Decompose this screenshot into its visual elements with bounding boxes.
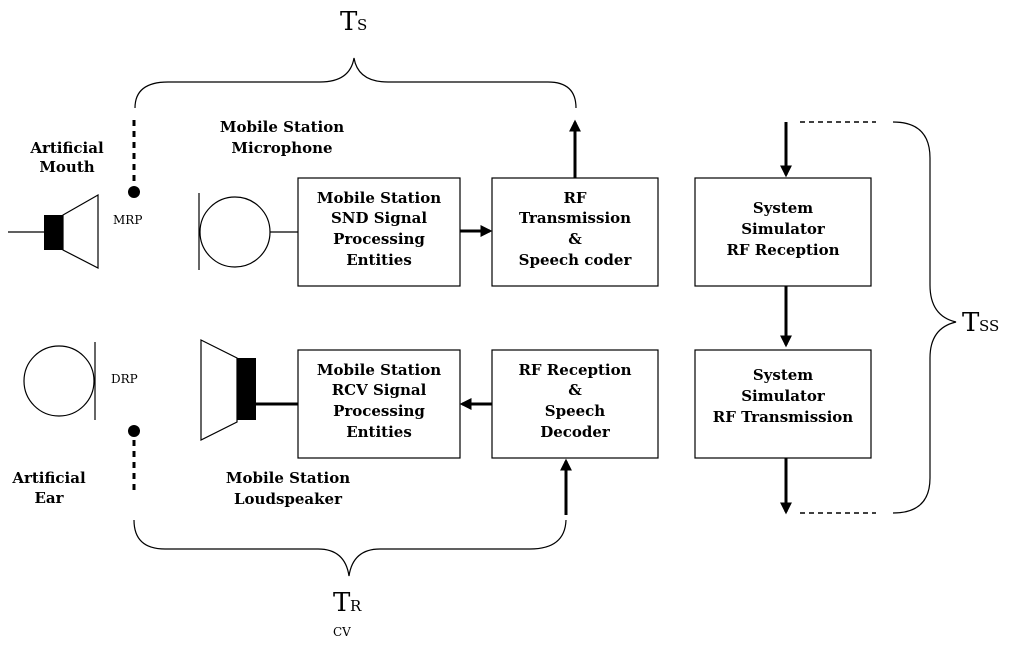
mrp-label: MRP xyxy=(113,213,142,227)
svg-text:&: & xyxy=(568,381,582,399)
svg-text:RF: RF xyxy=(563,189,586,207)
microphone-icon xyxy=(198,193,298,270)
svg-text:Loudspeaker: Loudspeaker xyxy=(234,490,343,508)
drp-label: DRP xyxy=(111,372,138,386)
loudspeaker-icon xyxy=(200,339,298,441)
svg-text:R: R xyxy=(350,597,362,615)
rf-reception-decoder-box: RF Reception & Speech Decoder xyxy=(491,349,659,459)
artificial-ear-icon xyxy=(23,342,96,420)
ms-loudspeaker-label: Mobile Station Loudspeaker xyxy=(226,469,350,508)
artificial-mouth-speaker-icon xyxy=(8,193,99,269)
tr-label: T R CV xyxy=(333,588,362,639)
ms-microphone-label: Mobile Station Microphone xyxy=(220,118,344,157)
svg-text:RF Transmission: RF Transmission xyxy=(713,408,854,426)
tss-label: T SS xyxy=(962,308,999,338)
svg-text:Simulator: Simulator xyxy=(741,387,826,405)
svg-text:SND Signal: SND Signal xyxy=(331,209,427,227)
drp-point xyxy=(128,425,140,437)
svg-text:T: T xyxy=(333,588,351,618)
svg-text:CV: CV xyxy=(333,625,351,639)
svg-text:S: S xyxy=(357,16,367,34)
tss-brace xyxy=(892,121,957,514)
svg-text:Processing: Processing xyxy=(333,230,425,248)
svg-text:Microphone: Microphone xyxy=(231,139,332,157)
svg-text:Speech: Speech xyxy=(545,402,606,420)
svg-text:Entities: Entities xyxy=(346,423,412,441)
artificial-mouth-label: Artificial Mouth xyxy=(29,139,104,176)
svg-text:Mobile Station: Mobile Station xyxy=(220,118,344,136)
svg-text:System: System xyxy=(753,199,813,217)
svg-text:Speech coder: Speech coder xyxy=(519,251,633,269)
svg-text:Mobile Station: Mobile Station xyxy=(226,469,350,487)
tr-brace xyxy=(133,519,567,577)
svg-text:Artificial: Artificial xyxy=(11,469,86,487)
svg-text:RF Reception: RF Reception xyxy=(518,361,631,379)
ts-brace xyxy=(134,57,577,109)
svg-text:Mouth: Mouth xyxy=(39,158,94,176)
rcv-processing-box: Mobile Station RCV Signal Processing Ent… xyxy=(297,349,461,459)
svg-text:Decoder: Decoder xyxy=(540,423,611,441)
svg-text:T: T xyxy=(962,308,980,338)
svg-text:Mobile Station: Mobile Station xyxy=(317,361,441,379)
ts-label: T S xyxy=(340,7,367,37)
svg-text:Simulator: Simulator xyxy=(741,220,826,238)
svg-text:Artificial: Artificial xyxy=(29,139,104,157)
snd-processing-box: Mobile Station SND Signal Processing Ent… xyxy=(297,177,461,287)
svg-text:&: & xyxy=(568,230,582,248)
rf-transmission-coder-box: RF Transmission & Speech coder xyxy=(491,177,659,287)
svg-text:SS: SS xyxy=(979,317,999,335)
mrp-point xyxy=(128,186,140,198)
svg-text:RCV Signal: RCV Signal xyxy=(332,381,427,399)
svg-text:Transmission: Transmission xyxy=(519,209,631,227)
svg-text:System: System xyxy=(753,366,813,384)
svg-text:Processing: Processing xyxy=(333,402,425,420)
artificial-ear-label: Artificial Ear xyxy=(11,469,86,507)
svg-text:Mobile Station: Mobile Station xyxy=(317,189,441,207)
ss-rf-reception-box: System Simulator RF Reception xyxy=(694,177,872,287)
svg-text:Ear: Ear xyxy=(34,489,64,507)
svg-text:Entities: Entities xyxy=(346,251,412,269)
svg-text:T: T xyxy=(340,7,358,37)
ss-rf-transmission-box: System Simulator RF Transmission xyxy=(694,349,872,459)
svg-text:RF Reception: RF Reception xyxy=(726,241,839,259)
